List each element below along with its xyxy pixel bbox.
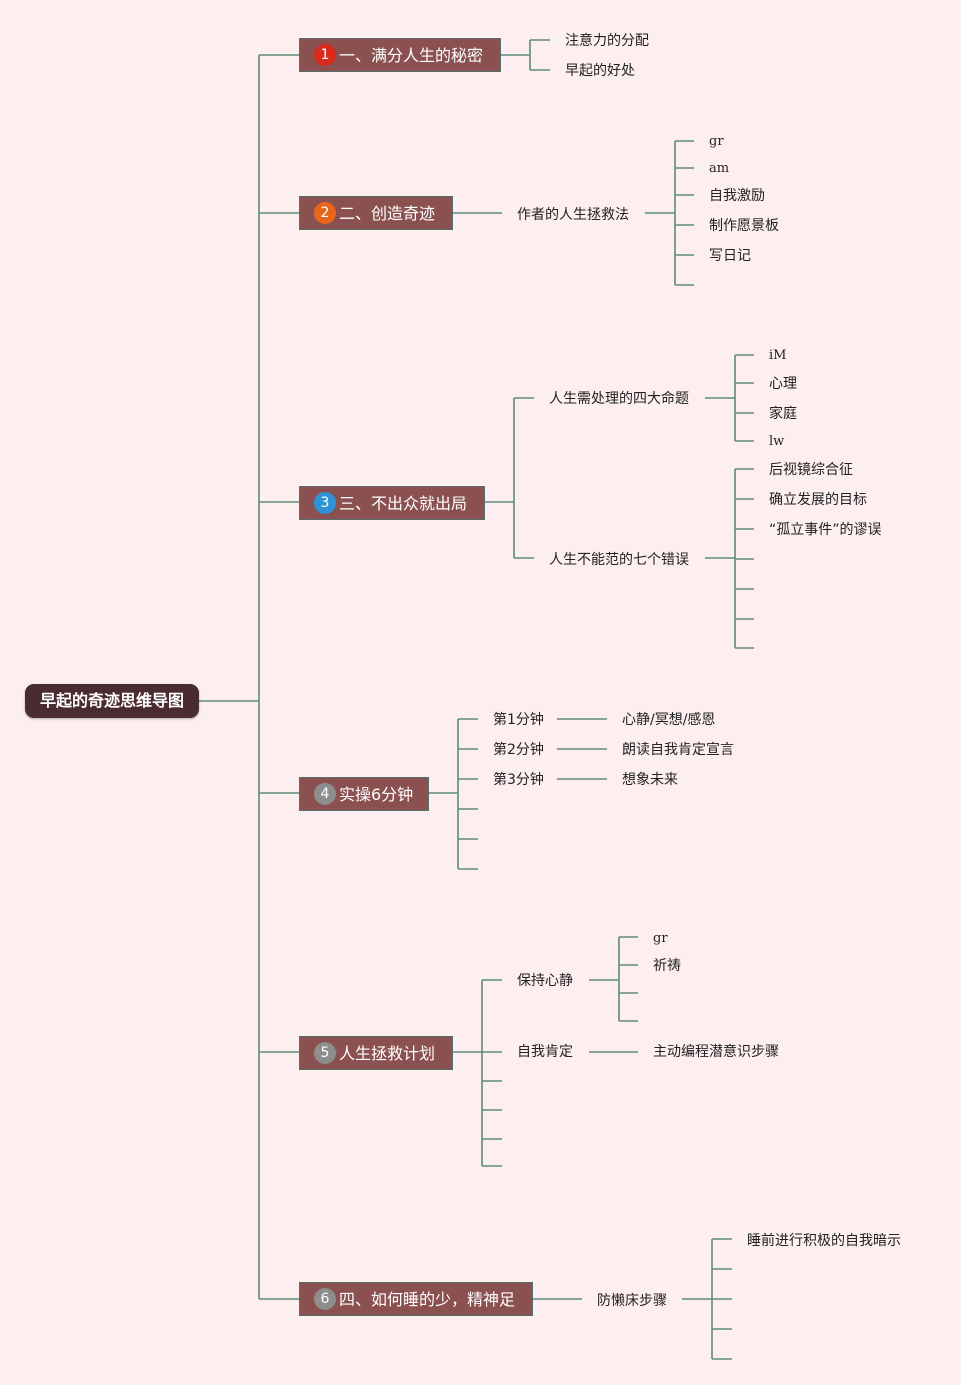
topic-node[interactable]: 家庭 bbox=[769, 406, 797, 422]
topic-node[interactable]: 确立发展的目标 bbox=[769, 492, 867, 508]
topic-node[interactable]: 朗读自我肯定宣言 bbox=[622, 742, 734, 758]
branch-5-node[interactable]: 5 人生拯救计划 bbox=[299, 1036, 453, 1070]
branch-3-node[interactable]: 3 三、不出众就出局 bbox=[299, 486, 485, 520]
topic-node[interactable]: 作者的人生拯救法 bbox=[517, 207, 629, 223]
topic-node[interactable]: 写日记 bbox=[709, 248, 751, 264]
branch-4-label: 实操6分钟 bbox=[339, 784, 414, 804]
topic-node[interactable]: 注意力的分配 bbox=[565, 33, 649, 49]
topic-node[interactable]: 祈祷 bbox=[653, 958, 681, 974]
topic-node[interactable]: gr bbox=[653, 931, 668, 946]
topic-node[interactable]: 自我肯定 bbox=[517, 1044, 573, 1060]
branch-4-node[interactable]: 4 实操6分钟 bbox=[299, 777, 429, 811]
topic-node[interactable]: 主动编程潜意识步骤 bbox=[653, 1044, 779, 1060]
branch-3-label: 三、不出众就出局 bbox=[339, 493, 468, 513]
topic-node[interactable]: 第3分钟 bbox=[493, 772, 544, 788]
branch-2-label: 二、创造奇迹 bbox=[339, 203, 436, 223]
topic-node[interactable]: iM bbox=[769, 348, 787, 363]
branch-2-node[interactable]: 2 二、创造奇迹 bbox=[299, 196, 453, 230]
topic-node[interactable]: gr bbox=[709, 134, 724, 149]
topic-node[interactable]: 心理 bbox=[769, 376, 797, 392]
branch-2-number-badge: 2 bbox=[314, 202, 336, 224]
topic-node[interactable]: 保持心静 bbox=[517, 973, 573, 989]
topic-node[interactable]: 心静/冥想/感恩 bbox=[622, 712, 716, 728]
branch-1-number-badge: 1 bbox=[314, 44, 336, 66]
branch-6-node[interactable]: 6 四、如何睡的少，精神足 bbox=[299, 1282, 533, 1316]
branch-4-number-badge: 4 bbox=[314, 783, 336, 805]
topic-node[interactable]: 人生需处理的四大命题 bbox=[549, 391, 689, 407]
topic-node[interactable]: 人生不能范的七个错误 bbox=[549, 552, 689, 568]
topic-node[interactable]: lw bbox=[769, 434, 785, 449]
topic-node[interactable]: 自我激励 bbox=[709, 188, 765, 204]
branch-6-number-badge: 6 bbox=[314, 1288, 336, 1310]
topic-node[interactable]: 后视镜综合征 bbox=[769, 462, 853, 478]
topic-node[interactable]: 想象未来 bbox=[622, 772, 678, 788]
branch-5-label: 人生拯救计划 bbox=[339, 1043, 436, 1063]
topic-node[interactable]: 第1分钟 bbox=[493, 712, 544, 728]
branch-1-node[interactable]: 1 一、满分人生的秘密 bbox=[299, 38, 501, 72]
root-node[interactable]: 早起的奇迹思维导图 bbox=[25, 684, 199, 718]
topic-node[interactable]: am bbox=[709, 161, 730, 176]
topic-node[interactable]: 睡前进行积极的自我暗示 bbox=[747, 1233, 901, 1249]
topic-node[interactable]: “孤立事件”的谬误 bbox=[769, 522, 882, 538]
topic-node[interactable]: 防懒床步骤 bbox=[597, 1293, 667, 1309]
branch-1-label: 一、满分人生的秘密 bbox=[339, 45, 484, 65]
branch-5-number-badge: 5 bbox=[314, 1042, 336, 1064]
topic-node[interactable]: 第2分钟 bbox=[493, 742, 544, 758]
topic-node[interactable]: 制作愿景板 bbox=[709, 218, 779, 234]
branch-3-number-badge: 3 bbox=[314, 492, 336, 514]
branch-6-label: 四、如何睡的少，精神足 bbox=[339, 1289, 516, 1309]
topic-node[interactable]: 早起的好处 bbox=[565, 63, 635, 79]
